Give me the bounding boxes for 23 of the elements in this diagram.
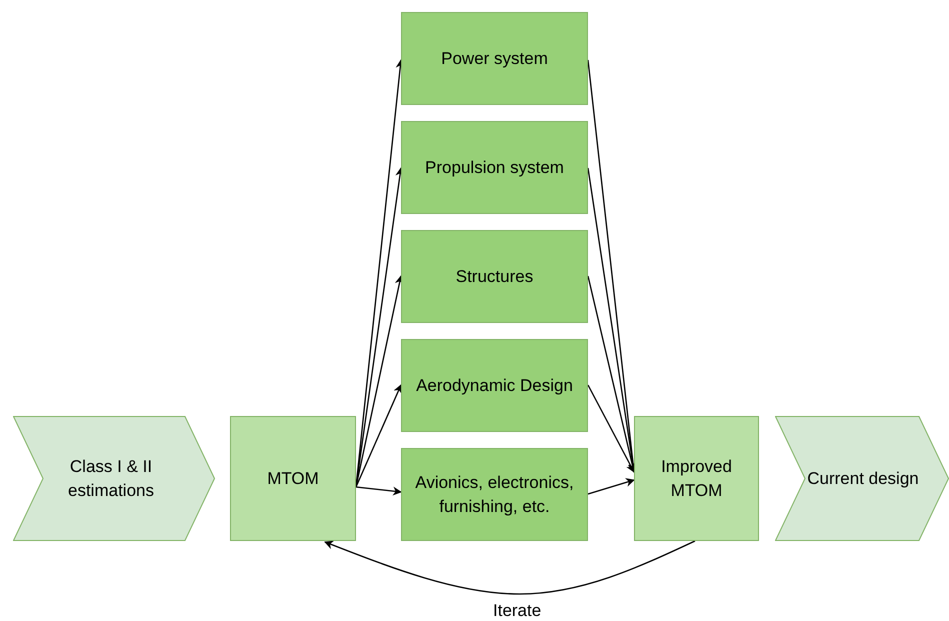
node-label: Improved MTOM [660, 456, 733, 502]
step-chevron [13, 416, 215, 541]
node-label: MTOM [267, 468, 319, 490]
arrow [587, 384, 635, 473]
process-box [401, 121, 588, 214]
node-label: Avionics, electronics, furnishing, etc. [414, 472, 575, 518]
node-label: Propulsion system [425, 156, 564, 179]
arrow [356, 486, 402, 496]
arrow [324, 540, 696, 595]
process-box [401, 12, 588, 105]
process-box [401, 448, 588, 541]
node-label: Structures [456, 266, 534, 288]
process-box [230, 416, 356, 541]
node-label: Current design [807, 468, 919, 490]
process-box [634, 416, 759, 541]
process-box [401, 230, 588, 323]
arrow [588, 478, 635, 495]
arrow [355, 384, 402, 488]
step-chevron [775, 416, 949, 541]
process-box [401, 339, 588, 432]
node-label: Aerodynamic Design [416, 374, 573, 397]
node-label: Power system [441, 48, 548, 70]
node-label: Class I & II estimations [67, 456, 155, 502]
